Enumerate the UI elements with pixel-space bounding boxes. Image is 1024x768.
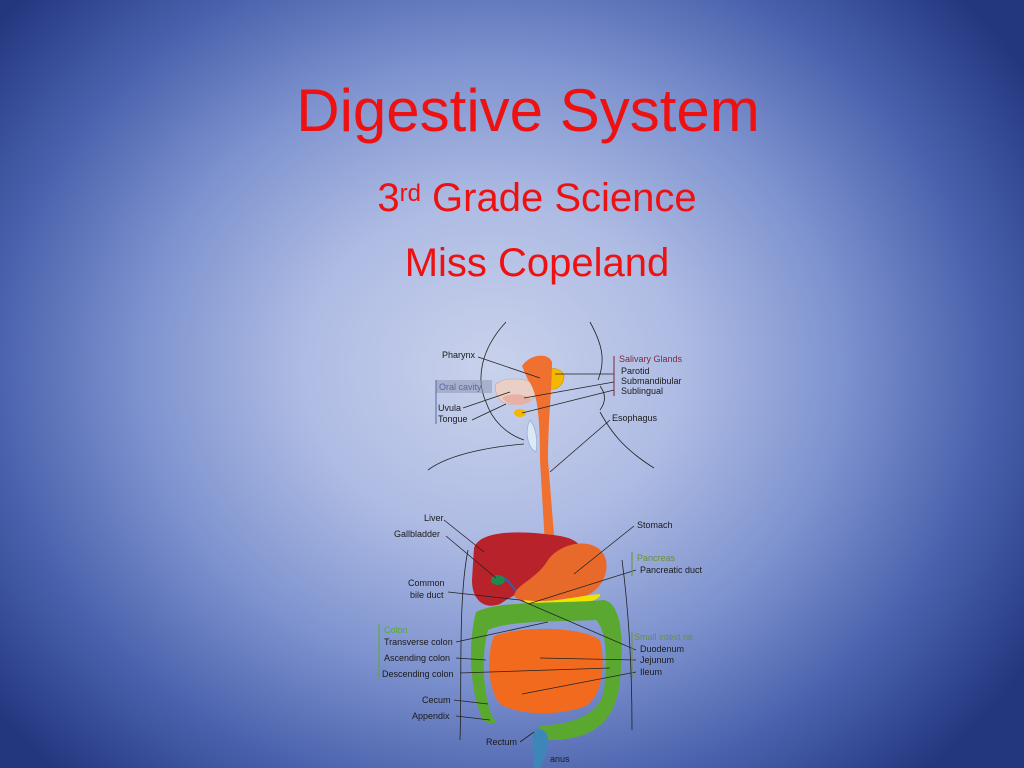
trachea bbox=[526, 419, 538, 453]
grade-number: 3 bbox=[377, 176, 400, 220]
label-uvula: Uvula bbox=[438, 403, 461, 413]
label-ileum: Ileum bbox=[640, 667, 662, 677]
label-pancreatic-duct: Pancreatic duct bbox=[640, 565, 703, 575]
label-tongue: Tongue bbox=[438, 414, 468, 424]
liver bbox=[472, 532, 582, 606]
label-anus: anus bbox=[550, 754, 570, 764]
label-ascending-colon: Ascending colon bbox=[384, 653, 450, 663]
grade-course: Grade Science bbox=[420, 176, 697, 220]
label-small-intestine: Small intest ne bbox=[634, 632, 693, 642]
label-jejunum: Jejunum bbox=[640, 655, 674, 665]
label-sublingual: Sublingual bbox=[621, 386, 663, 396]
label-pancreas: Pancreas bbox=[637, 553, 676, 563]
label-gallbladder: Gallbladder bbox=[394, 529, 440, 539]
head-outline bbox=[480, 321, 605, 441]
tongue bbox=[502, 394, 532, 405]
label-parotid: Parotid bbox=[621, 366, 650, 376]
label-common: Common bbox=[408, 578, 445, 588]
label-stomach: Stomach bbox=[637, 520, 673, 530]
gallbladder bbox=[491, 575, 505, 585]
digestive-system-diagram: Pharynx Salivary Glands Parotid Submandi… bbox=[378, 321, 703, 768]
label-descending-colon: Descending colon bbox=[382, 669, 454, 679]
label-cecum: Cecum bbox=[422, 695, 451, 705]
label-duodenum: Duodenum bbox=[640, 644, 684, 654]
slide-title: Digestive System bbox=[296, 77, 760, 144]
grade-ordinal-suffix: rd bbox=[399, 180, 421, 207]
label-salivary-glands: Salivary Glands bbox=[619, 354, 683, 364]
label-rectum: Rectum bbox=[486, 737, 517, 747]
label-appendix: Appendix bbox=[412, 711, 450, 721]
label-oral-cavity: Oral cavity bbox=[439, 382, 482, 392]
rectum bbox=[532, 729, 548, 768]
label-bile-duct: bile duct bbox=[410, 590, 444, 600]
label-liver: Liver bbox=[424, 513, 444, 523]
label-pharynx: Pharynx bbox=[442, 350, 476, 360]
label-submandibular: Submandibular bbox=[621, 376, 682, 386]
label-colon: Colon bbox=[384, 625, 408, 635]
slide-subtitle-grade: 3rd Grade Science bbox=[0, 175, 1024, 221]
neck-shoulder-outline bbox=[427, 411, 655, 471]
sublingual-gland bbox=[514, 409, 526, 417]
colon bbox=[470, 600, 622, 740]
label-transverse-colon: Transverse colon bbox=[384, 637, 453, 647]
pharynx-esophagus bbox=[522, 355, 556, 562]
oral-cavity-bracket bbox=[436, 380, 492, 393]
small-intestine bbox=[489, 628, 603, 714]
slide-subtitle-teacher: Miss Copeland bbox=[404, 241, 670, 285]
leader-lines bbox=[443, 356, 637, 743]
stomach bbox=[514, 543, 607, 605]
label-esophagus: Esophagus bbox=[612, 413, 658, 423]
